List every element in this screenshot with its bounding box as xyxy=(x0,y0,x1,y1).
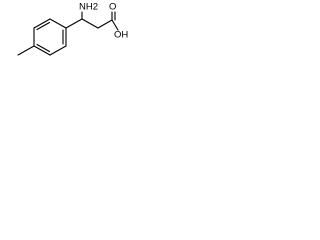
ring-bond-1 xyxy=(49,18,67,29)
structure-diagram: NH2 O OH xyxy=(17,2,128,56)
amine-label: NH2 xyxy=(79,2,98,13)
ring-double-bond-2 xyxy=(36,43,51,53)
methyl-bond xyxy=(17,45,35,56)
aryl-bond xyxy=(65,18,83,29)
benzene-ring xyxy=(33,18,67,56)
hydroxyl-bond xyxy=(111,19,119,31)
ring-bond-4 xyxy=(33,45,51,56)
hydroxyl-label: OH xyxy=(114,30,128,41)
ring-double-bond-1 xyxy=(36,21,51,31)
carbonyl-oxygen-label: O xyxy=(109,2,116,13)
carboxyl-bond xyxy=(97,19,113,29)
methylene-bond xyxy=(81,18,99,29)
ring-bond-5 xyxy=(49,45,67,56)
ring-bond-2 xyxy=(33,18,51,29)
